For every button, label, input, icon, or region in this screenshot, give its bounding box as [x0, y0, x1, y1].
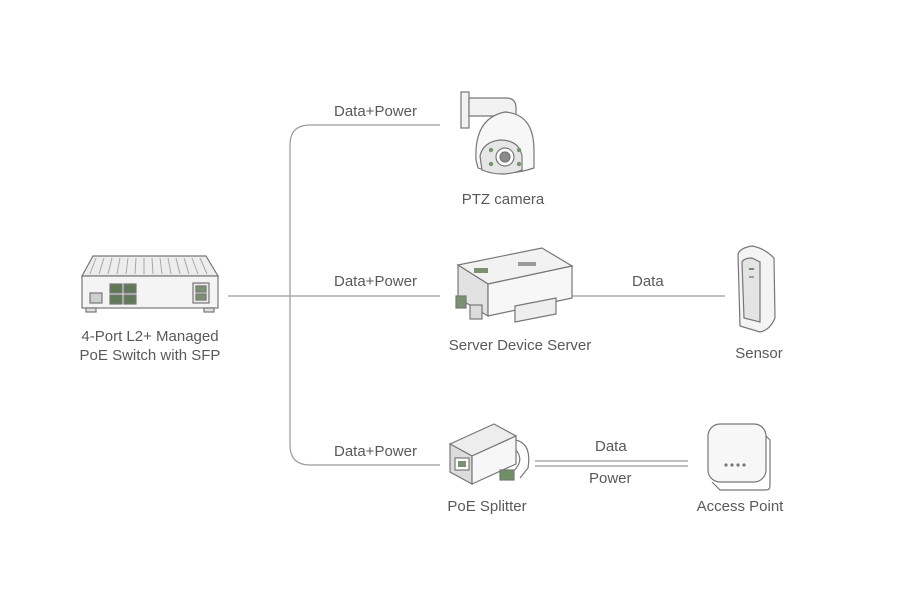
splitter-ap-data-label: Data [595, 438, 627, 455]
server-link-label: Data+Power [334, 273, 417, 290]
trunk-to-splitter-line [289, 296, 440, 466]
camera-label: PTZ camera [461, 191, 545, 208]
device-server-icon [455, 247, 574, 323]
sensor-icon [737, 245, 776, 333]
sensor-label: Sensor [735, 345, 783, 362]
trunk-to-camera-line [289, 124, 440, 296]
connection-lines [228, 124, 725, 467]
server-sensor-link-label: Data [632, 273, 664, 290]
splitter-ap-power-label: Power [589, 470, 632, 487]
access-point-icon [707, 423, 771, 491]
splitter-label: PoE Splitter [447, 498, 527, 515]
splitter-link-label: Data+Power [334, 443, 417, 460]
poe-splitter-icon [448, 423, 530, 486]
camera-link-label: Data+Power [334, 103, 417, 120]
server-label: Server Device Server [448, 337, 592, 354]
ptz-camera-icon [460, 91, 535, 175]
ap-label: Access Point [696, 498, 784, 515]
switch-label-line1: 4-Port L2+ Managed [81, 328, 219, 345]
poe-switch-icon [80, 255, 220, 313]
switch-label-line2: PoE Switch with SFP [79, 347, 221, 364]
